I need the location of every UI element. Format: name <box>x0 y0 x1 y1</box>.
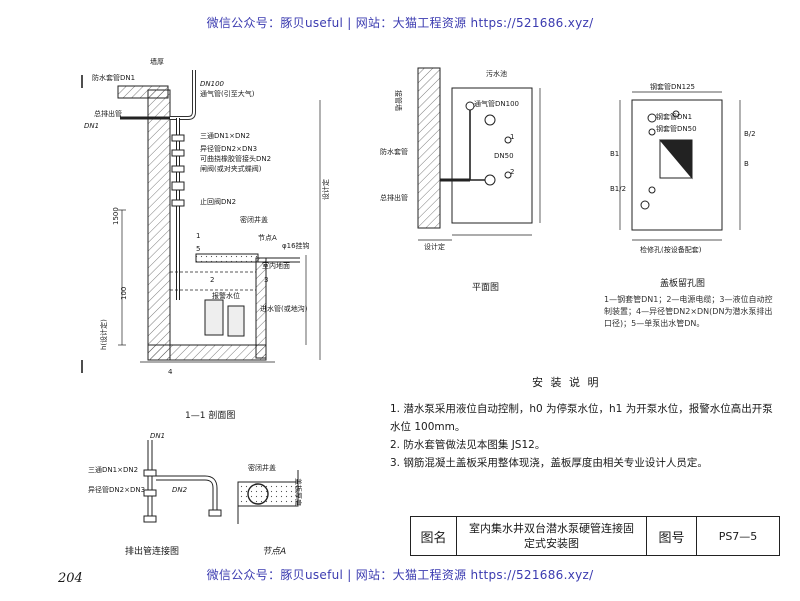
label-node: 节点A <box>258 234 277 242</box>
plan-label-sleeve: 防水套管 <box>380 148 408 156</box>
install-note-3: 3. 钢筋混凝土盖板采用整体现浇，盖板厚度由相关专业设计人员定。 <box>390 457 708 469</box>
plan-label-num-2: 2 <box>510 168 515 176</box>
label-vent-dn: DN100 <box>200 80 224 88</box>
cover-label-b12: B1/2 <box>610 185 627 193</box>
plan-view <box>417 67 541 241</box>
plan-label-dn50: DN50 <box>494 152 514 160</box>
install-heading: 安 装 说 明 <box>532 376 601 389</box>
node-a-label-thickness: 盖板厚度 <box>294 478 302 506</box>
label-num-4: 4 <box>168 368 173 376</box>
label-vent-desc: 通气管(引至大气) <box>200 90 255 98</box>
cover-label-sleeve50: 钢套管DN50 <box>656 125 697 133</box>
label-sleeve: 防水套管DN1 <box>92 74 136 82</box>
label-alarm: 报警水位 <box>212 292 240 300</box>
label-dim-100: 100 <box>120 286 128 300</box>
label-num-3: 3 <box>264 276 269 284</box>
cover-label-sleeve125: 钢套管DN125 <box>650 83 695 91</box>
plan-label-outlet: 总排出管 <box>380 194 408 202</box>
plan-wall <box>417 67 441 229</box>
label-check: 止回阀DN2 <box>200 198 237 206</box>
cover-caption: 盖板留孔图 <box>660 279 706 289</box>
label-dim-1500: 1500 <box>112 207 120 225</box>
page-number: 204 <box>58 571 83 586</box>
pit-floor-slab <box>147 344 267 361</box>
label-inlet: 进水管(或地沟) <box>260 305 308 313</box>
cover-label-b: B <box>744 160 749 168</box>
discharge-label-dn1: DN1 <box>150 432 166 440</box>
label-num-5: 5 <box>196 245 201 253</box>
section-wall <box>147 89 171 361</box>
label-tee: 三通DN1×DN2 <box>200 132 251 140</box>
cover-plate-view <box>619 91 741 241</box>
node-a-label-cover: 密闭井盖 <box>248 464 276 472</box>
discharge-detail-view <box>143 440 222 523</box>
label-cover: 密闭井盖 <box>240 216 268 224</box>
install-note-1: 1. 潜水泵采用液位自动控制，h0 为停泵水位，h1 为开泵水位，报警水位高出开… <box>390 403 773 433</box>
label-right-dim: 设计定 <box>322 179 330 200</box>
label-num-2: 2 <box>210 276 215 284</box>
label-dn-left: DN1 <box>84 122 100 130</box>
inspection-hole <box>658 139 693 180</box>
label-floor: 室内地面 <box>262 262 290 270</box>
plan-label-sewage: 污水池 <box>486 70 507 78</box>
plan-label-vent: 通气管DN100 <box>474 100 519 108</box>
plan-label-num-1: 1 <box>510 133 515 141</box>
watermark-top: 微信公众号：豚贝useful | 网站：大猫工程资源 https://52168… <box>206 16 594 30</box>
watermark-bottom: 微信公众号：豚贝useful | 网站：大猫工程资源 https://52168… <box>206 568 594 582</box>
title-code-label: 图号 <box>647 517 697 555</box>
plan-label-pipe-wall: 接管墙 <box>394 90 402 111</box>
label-hose: 可曲挠橡胶管接头DN2 <box>200 155 272 163</box>
label-h: h(设计定) <box>100 319 108 350</box>
cover-label-sleeve-dn: 钢套管DN1 <box>656 113 693 121</box>
title-block: 图名 室内集水井双台潜水泵硬管连接固定式安装图 图号 PS7—5 <box>410 516 780 556</box>
cover-slab <box>195 253 259 263</box>
title-name-label: 图名 <box>411 517 457 555</box>
title-code-value: PS7—5 <box>718 529 758 543</box>
node-a-caption: 节点A <box>262 547 287 557</box>
plan-label-dim: 设计定 <box>424 243 445 251</box>
node-a-view <box>237 470 299 524</box>
label-rebar: φ16挂钩 <box>282 242 310 250</box>
discharge-label-dn2: DN2 <box>172 486 188 494</box>
discharge-label-reducer: 异径管DN2×DN3 <box>88 486 146 494</box>
label-reducer: 异径管DN2×DN3 <box>200 145 258 153</box>
label-valve: 闸阀(或对夹式蝶阀) <box>200 165 262 173</box>
cover-label-b1: B1 <box>610 150 620 158</box>
discharge-label-tee: 三通DN1×DN2 <box>88 466 139 474</box>
cover-label-b2: B/2 <box>744 130 756 138</box>
cover-plate-outline <box>631 99 723 231</box>
install-note-2: 2. 防水套管做法见本图集 JS12。 <box>390 439 546 451</box>
cover-notes: 1—钢套管DN1；2—电源电缆；3—液位自动控制装置；4—异径管DN2×DN(D… <box>604 295 773 328</box>
plan-caption: 平面图 <box>472 283 500 293</box>
title-name-value: 室内集水井双台潜水泵硬管连接固定式安装图 <box>457 517 647 555</box>
section-view <box>81 70 321 373</box>
label-wall: 墙厚 <box>150 58 164 66</box>
install-notes-list: 1. 潜水泵采用液位自动控制，h0 为停泵水位，h1 为开泵水位，报警水位高出开… <box>390 400 780 472</box>
discharge-caption: 排出管连接图 <box>125 547 180 557</box>
section-caption: 1—1 剖面图 <box>185 411 236 421</box>
label-num-1: 1 <box>196 232 201 240</box>
cover-label-hole: 检修孔(按设备配套) <box>640 246 702 254</box>
label-outlet: 总排出管 <box>94 110 122 118</box>
